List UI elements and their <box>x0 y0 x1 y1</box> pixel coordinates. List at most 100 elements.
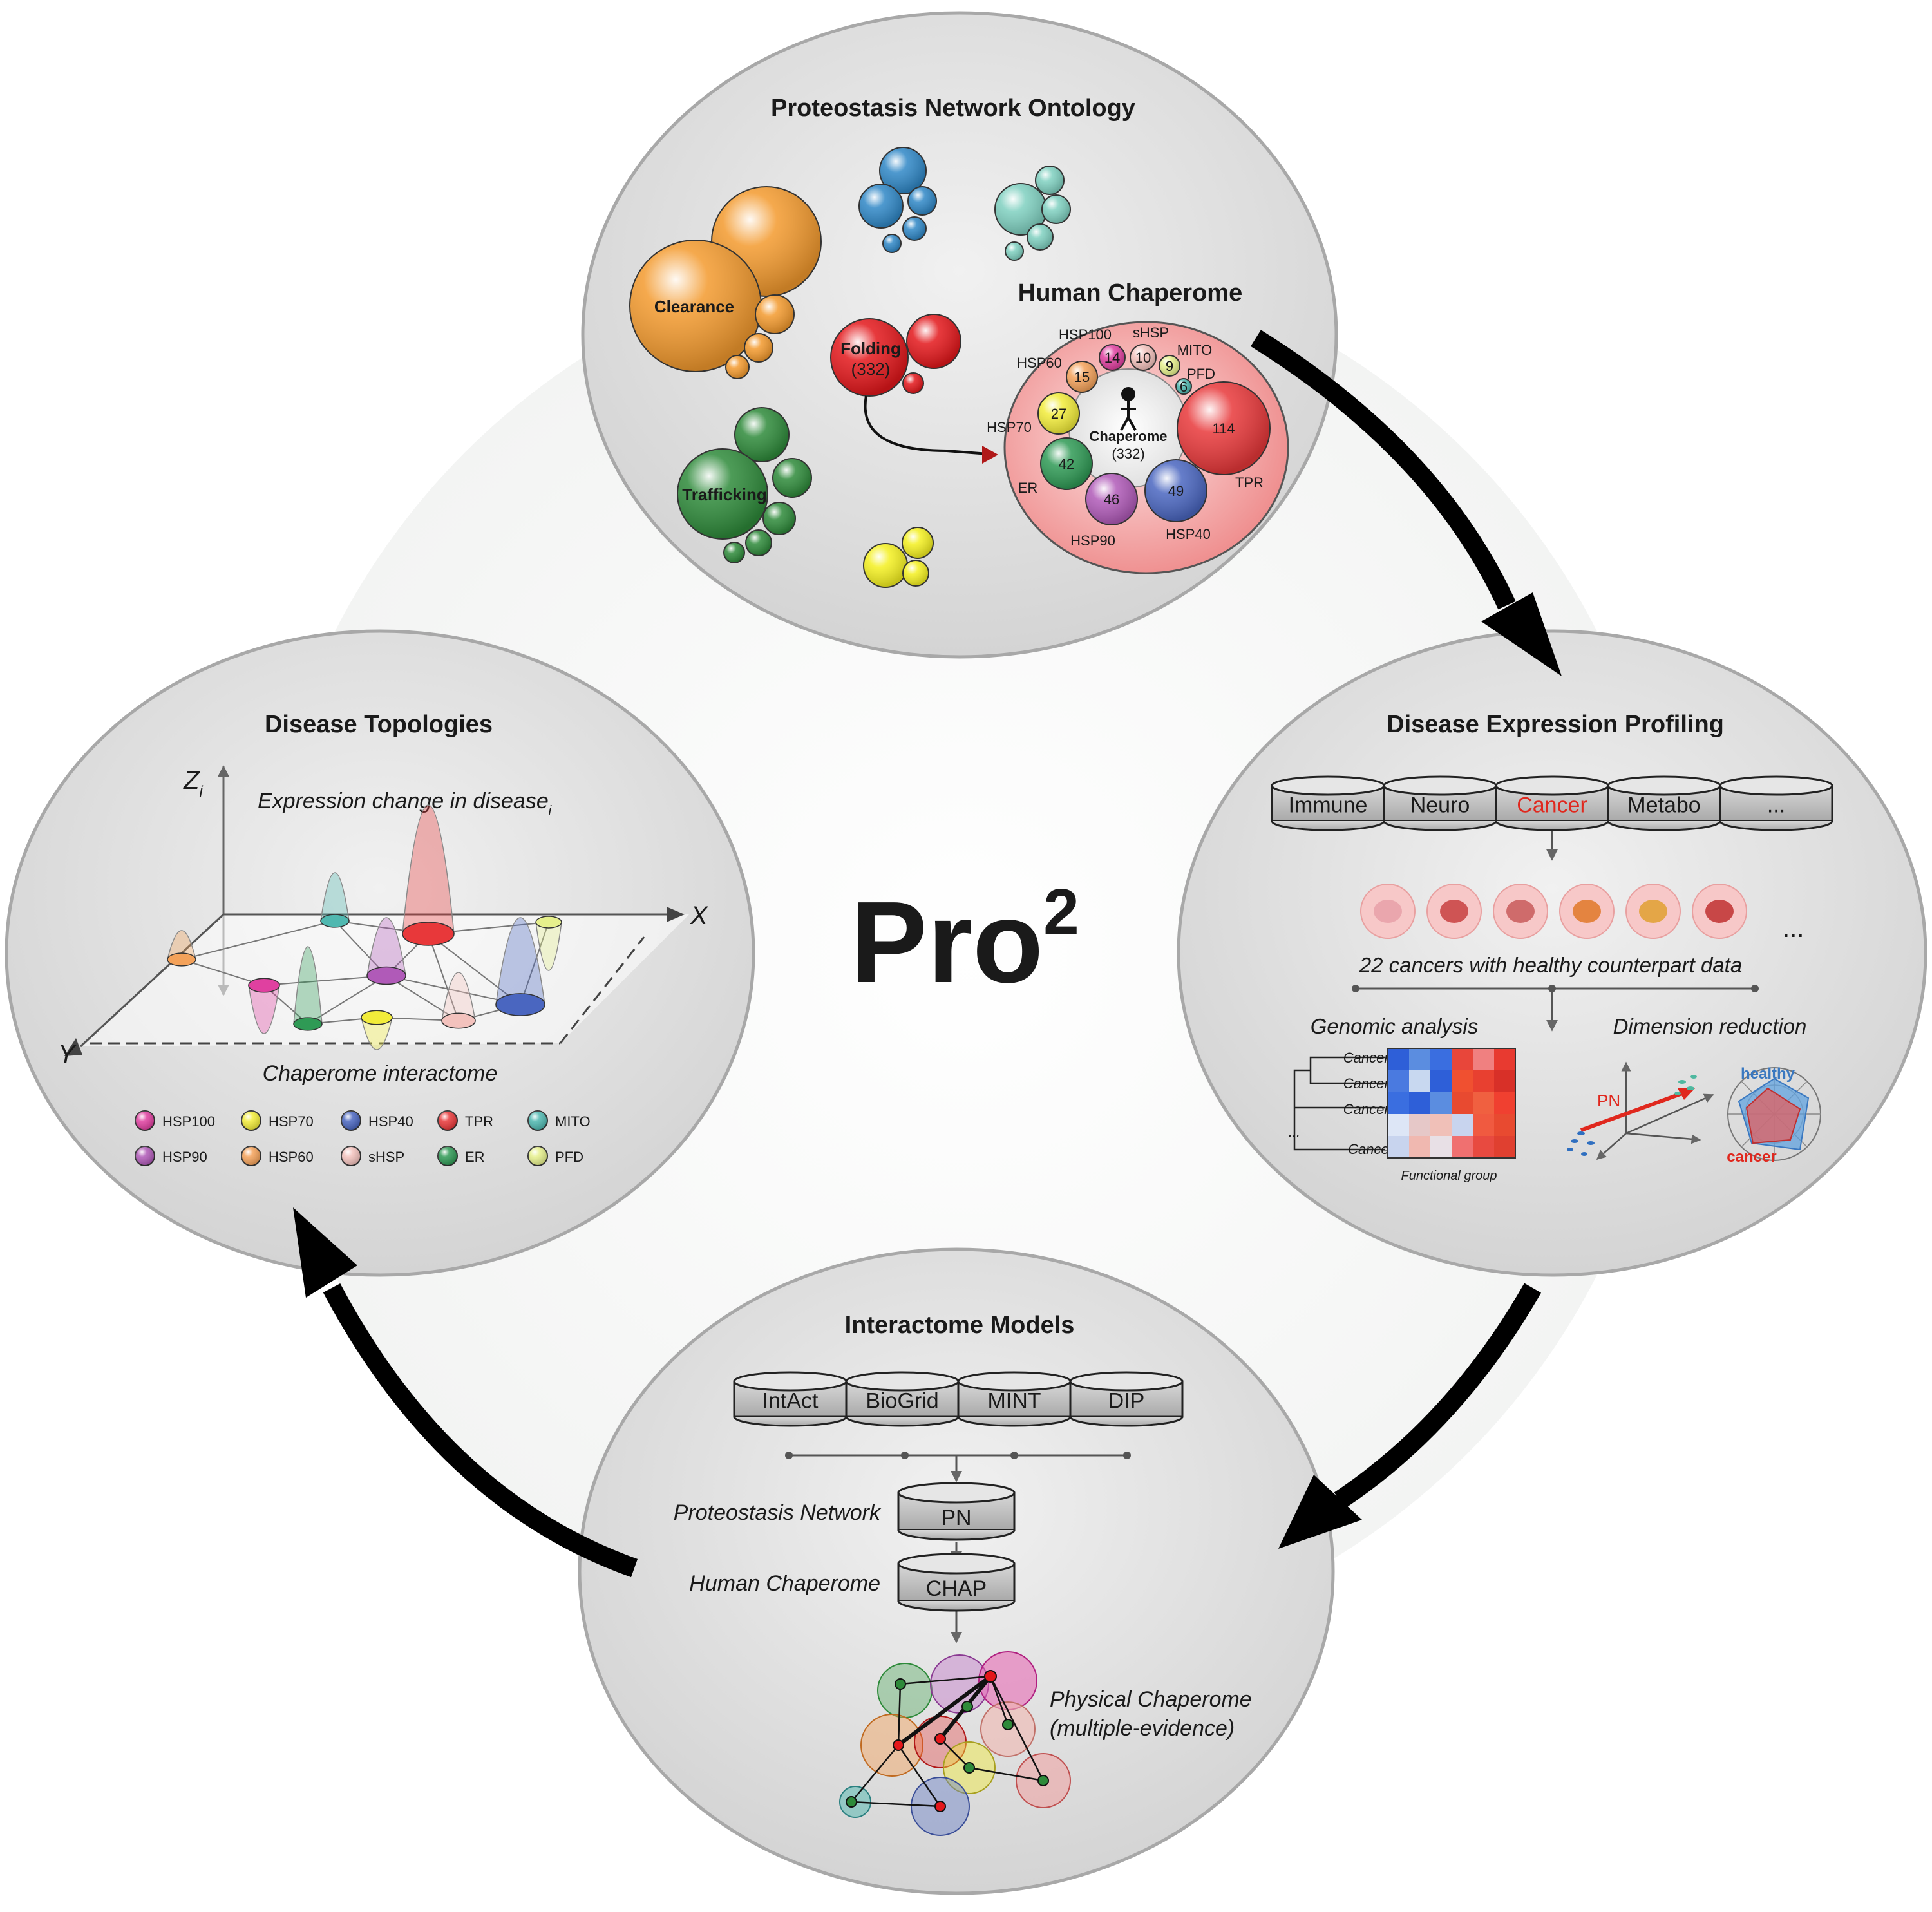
legend-item-tpr: TPR <box>437 1110 493 1131</box>
profiling-db-3: Metabo <box>1607 775 1721 831</box>
profiling-db-label: ... <box>1767 793 1785 818</box>
topology-peak <box>441 972 476 1029</box>
interactome-db-0: IntAct <box>733 1371 848 1427</box>
blue-cluster <box>858 147 937 253</box>
topology-peak <box>535 916 562 971</box>
pn-vector <box>1580 1090 1689 1132</box>
cycle-arrowheads <box>293 592 1562 1549</box>
arrow-interactome-to-topologies <box>323 1283 638 1578</box>
legend-label: sHSP <box>368 1149 404 1165</box>
chaperome-family-count: 15 <box>1074 369 1090 385</box>
interactome-db-label: MINT <box>987 1389 1041 1414</box>
organ-bladder-icon <box>1426 884 1482 939</box>
chaperome-family-label: ER <box>1018 480 1038 496</box>
topology-peak <box>320 872 350 928</box>
background-halo <box>258 245 1674 1661</box>
pn-database: PN <box>897 1482 1016 1541</box>
chaperome-family-label: MITO <box>1177 342 1213 358</box>
organ-brain-icon <box>1360 884 1416 939</box>
chaperome-center-count: (332) <box>1112 446 1144 462</box>
center-title: Pro2 <box>850 876 1079 1007</box>
profiling-db-2: Cancer <box>1495 775 1609 831</box>
profiling-db-label: Metabo <box>1627 793 1700 818</box>
topology-peak <box>293 946 323 1031</box>
legend-label: MITO <box>555 1113 591 1130</box>
chaperome-title: Human Chaperome <box>1018 279 1242 307</box>
chaperome-interactome-label: Chaperome interactome <box>263 1061 498 1086</box>
interactome-db-label: IntAct <box>762 1389 819 1414</box>
chaperome-family-label: HSP40 <box>1166 526 1211 542</box>
legend-item-hsp70: HSP70 <box>241 1110 314 1131</box>
topologies-title: Disease Topologies <box>265 711 493 738</box>
chap-database: CHAP <box>897 1553 1016 1612</box>
yellow-cluster <box>863 527 934 588</box>
legend-item-hsp40: HSP40 <box>341 1110 413 1131</box>
arrowhead-2 <box>1278 1475 1362 1549</box>
profiling-db-4: ... <box>1719 775 1833 831</box>
trafficking-label: Trafficking <box>682 485 766 504</box>
arrowhead-1 <box>1481 592 1562 676</box>
organ-icons <box>1360 884 1747 939</box>
profiling-db-label: Cancer <box>1517 793 1587 818</box>
folding-cluster: Folding (332) <box>830 314 998 464</box>
dendrogram-ellipsis: ... <box>1289 1124 1300 1140</box>
y-axis-label: Y <box>58 1040 77 1068</box>
folding-label: Folding <box>840 339 901 358</box>
teal-cluster <box>994 166 1071 261</box>
ontology-content: Proteostasis Network Ontology Clearance … <box>629 95 1289 588</box>
chaperome-family-count: 6 <box>1180 379 1188 395</box>
pn-db-label: PN <box>941 1506 971 1530</box>
legend-item-mito: MITO <box>527 1110 591 1131</box>
legend-label: PFD <box>555 1149 583 1165</box>
legend-item-hsp100: HSP100 <box>135 1110 215 1131</box>
x-axis-label: X <box>690 902 708 930</box>
arrow-ontology-to-profiling <box>1251 330 1516 610</box>
clearance-cluster: Clearance <box>629 186 822 379</box>
folding-count: (332) <box>851 359 891 379</box>
topology-peak <box>366 917 406 985</box>
legend-item-shsp: sHSP <box>341 1146 404 1166</box>
interactome-db-label: BioGrid <box>866 1389 938 1414</box>
chaperome-family-label: PFD <box>1187 366 1215 382</box>
cancers-caption: 22 cancers with healthy counterpart data <box>1359 953 1742 977</box>
legend-item-hsp90: HSP90 <box>135 1146 207 1166</box>
organ-kidney-icon <box>1692 884 1747 939</box>
interactome-db-label: DIP <box>1108 1389 1145 1414</box>
interactome-db-1: BioGrid <box>845 1371 960 1427</box>
genomic-label: Genomic analysis <box>1311 1014 1478 1038</box>
chaperome-families: 14HSP10010sHSP9MITO6PFD114TPR49HSP4046HS… <box>987 325 1271 549</box>
human-chaperome: Human Chaperome Chaperome (332) 14HSP100… <box>987 279 1289 574</box>
legend-label: TPR <box>465 1113 493 1130</box>
interactome-db-2: MINT <box>957 1371 1072 1427</box>
chaperome-family-count: 27 <box>1051 406 1066 422</box>
human-chaperome-label: Human Chaperome <box>689 1571 880 1596</box>
heatmap <box>1387 1048 1516 1159</box>
folding-arrow <box>864 395 989 455</box>
functional-group-label: Functional group <box>1401 1169 1497 1183</box>
chaperome-family-label: HSP70 <box>987 419 1032 435</box>
dendrogram <box>1293 1056 1385 1151</box>
topology-peak <box>167 930 196 967</box>
legend-item-er: ER <box>437 1146 485 1166</box>
legend-label: ER <box>465 1149 485 1165</box>
person-icon <box>1120 387 1137 431</box>
cancer-label: cancer <box>1727 1148 1776 1166</box>
organ-stomach-icon <box>1625 884 1681 939</box>
healthy-label: healthy <box>1741 1065 1795 1083</box>
trafficking-cluster: Trafficking <box>677 407 812 563</box>
expression-change-label: Expression change in diseasei <box>258 789 552 818</box>
physical-network <box>839 1651 1071 1836</box>
chaperome-center-label: Chaperome <box>1089 428 1167 444</box>
topologies-content: Disease Topologies Zi X Y Expression cha… <box>58 711 708 1166</box>
